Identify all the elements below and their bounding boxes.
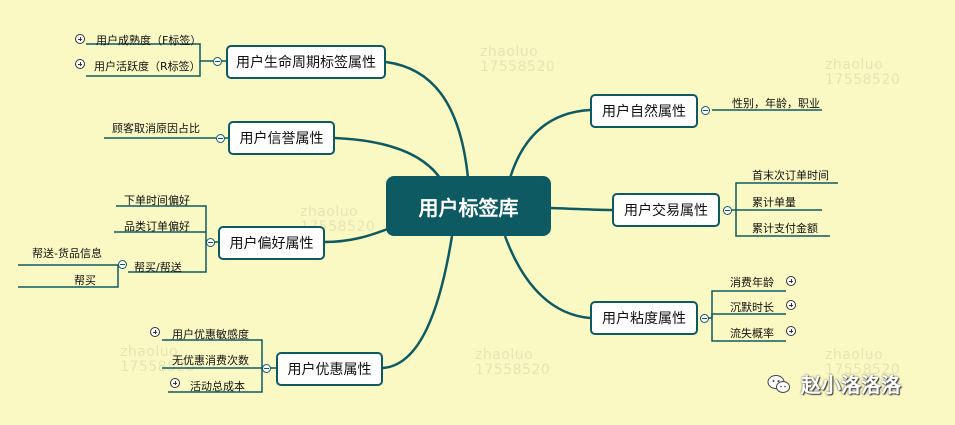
connector-lifecycle [385, 60, 470, 179]
branch-discount[interactable]: 用户优惠属性 [276, 352, 383, 386]
leaf-buy-send[interactable]: 帮买/帮送 [134, 261, 182, 274]
expand-icon[interactable] [786, 326, 796, 336]
author-watermark: 赵小洛洛洛 [767, 369, 901, 398]
collapse-icon[interactable] [262, 364, 271, 373]
connector-credit [334, 136, 442, 179]
leaf-silence-duration[interactable]: 沉默时长 [730, 301, 774, 314]
leaf-send-goods-info[interactable]: 帮送-货品信息 [32, 247, 102, 260]
leaf-order-time-pref[interactable]: 下单时间偏好 [124, 194, 190, 207]
collapse-icon[interactable] [118, 260, 127, 269]
leaf-cancel-reason[interactable]: 顾客取消原因占比 [112, 122, 200, 135]
leaf-buy[interactable]: 帮买 [74, 274, 96, 287]
collapse-icon[interactable] [216, 134, 225, 143]
collapse-icon[interactable] [213, 57, 222, 66]
expand-icon[interactable] [786, 300, 796, 310]
branch-natural[interactable]: 用户自然属性 [590, 94, 698, 128]
connector-natural [508, 108, 591, 179]
connector-trade [550, 206, 613, 212]
expand-icon[interactable] [75, 34, 85, 44]
collapse-icon[interactable] [723, 206, 732, 215]
author-name: 赵小洛洛洛 [801, 373, 901, 397]
leaf-consume-age[interactable]: 消费年龄 [730, 276, 774, 289]
collapse-icon[interactable] [700, 314, 709, 323]
leaf-total-payment[interactable]: 累计支付金额 [752, 222, 818, 235]
branch-lifecycle[interactable]: 用户生命周期标签属性 [226, 45, 386, 79]
branch-credit[interactable]: 用户信誉属性 [228, 121, 335, 155]
branch-preference[interactable]: 用户偏好属性 [218, 226, 325, 260]
expand-icon[interactable] [150, 327, 160, 337]
root-node[interactable]: 用户标签库 [386, 176, 551, 236]
leaf-activity-cost[interactable]: 活动总成本 [190, 380, 245, 393]
connector-stickiness [503, 235, 591, 320]
leaf-discount-sensitivity[interactable]: 用户优惠敏感度 [172, 328, 249, 341]
collapse-icon[interactable] [701, 106, 710, 115]
leaf-activity[interactable]: 用户活跃度（R标签） [94, 60, 201, 73]
leaf-first-last-order[interactable]: 首末次订单时间 [752, 169, 829, 182]
leaf-churn-probability[interactable]: 流失概率 [730, 327, 774, 340]
collapse-icon[interactable] [206, 238, 215, 247]
expand-icon[interactable] [170, 378, 180, 388]
branch-trade[interactable]: 用户交易属性 [612, 193, 720, 227]
connector-discount [382, 235, 454, 370]
leaf-no-discount-count[interactable]: 无优惠消费次数 [172, 354, 249, 367]
leaf-maturity[interactable]: 用户成熟度（F标签） [96, 34, 202, 47]
expand-icon[interactable] [786, 276, 796, 286]
connector-preference [324, 226, 391, 244]
expand-icon[interactable] [75, 59, 85, 69]
leaf-category-pref[interactable]: 品类订单偏好 [124, 220, 190, 233]
leaf-total-orders[interactable]: 累计单量 [752, 196, 796, 209]
branch-stickiness[interactable]: 用户粘度属性 [590, 301, 698, 335]
leaf-gender-age-job[interactable]: 性别，年龄，职业 [732, 97, 820, 110]
wechat-icon [767, 374, 790, 393]
